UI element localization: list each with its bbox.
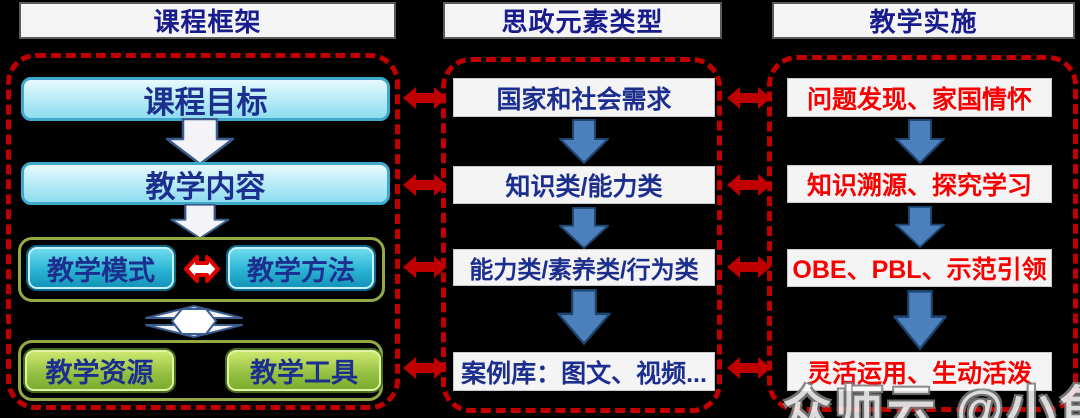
elements-item-box: 知识类/能力类 (453, 166, 715, 204)
bidirectional-arrow-icon (402, 171, 448, 199)
implementation-column-header: 教学实施 (772, 2, 1075, 39)
teaching-method-box: 教学方法 (228, 247, 374, 289)
implementation-item-box: OBE、PBL、示范引领 (787, 249, 1052, 287)
down-arrow-icon (889, 290, 951, 350)
swap-arrow-icon (184, 250, 220, 288)
elements-item-box: 国家和社会需求 (453, 78, 715, 117)
down-arrow-icon (555, 119, 613, 164)
down-arrow-icon (891, 119, 949, 164)
implementation-item-box: 灵活运用、生动活泼 (787, 352, 1052, 391)
bidirectional-arrow-icon (726, 354, 772, 382)
teaching-tool-box: 教学工具 (227, 350, 381, 391)
watermark: 众师云 @小鱼干 (783, 383, 1080, 418)
bidirectional-arrow-icon (402, 84, 448, 112)
down-arrow-icon (553, 289, 615, 345)
teaching-mode-box: 教学模式 (28, 247, 174, 289)
elements-column-header: 思政元素类型 (443, 2, 722, 39)
bidirectional-arrow-icon (726, 171, 772, 199)
implementation-item-box: 问题发现、家国情怀 (787, 78, 1052, 117)
teaching-resource-box: 教学资源 (25, 350, 174, 391)
elements-item-box: 能力类/素养类/行为类 (453, 249, 715, 286)
implementation-item-box: 知识溯源、探究学习 (787, 165, 1052, 203)
elements-item-box: 案例库：图文、视频... (453, 352, 715, 391)
framework-dashed-frame (6, 53, 400, 410)
down-arrow-icon (162, 204, 238, 239)
down-arrow-icon (156, 118, 244, 165)
course-goal-box: 课程目标 (21, 77, 390, 121)
bidirectional-arrow-icon (726, 84, 772, 112)
bidirectional-arrow-icon (402, 354, 448, 382)
down-arrow-icon (555, 207, 613, 249)
implementation-dashed-frame (767, 55, 1078, 412)
teaching-content-box: 教学内容 (21, 162, 390, 205)
bidirectional-arrow-icon (402, 253, 448, 281)
merge-arrows-icon (140, 305, 248, 338)
elements-dashed-frame (441, 57, 722, 413)
framework-column-header: 课程框架 (19, 2, 396, 39)
down-arrow-icon (891, 206, 949, 248)
bidirectional-arrow-icon (726, 253, 772, 281)
